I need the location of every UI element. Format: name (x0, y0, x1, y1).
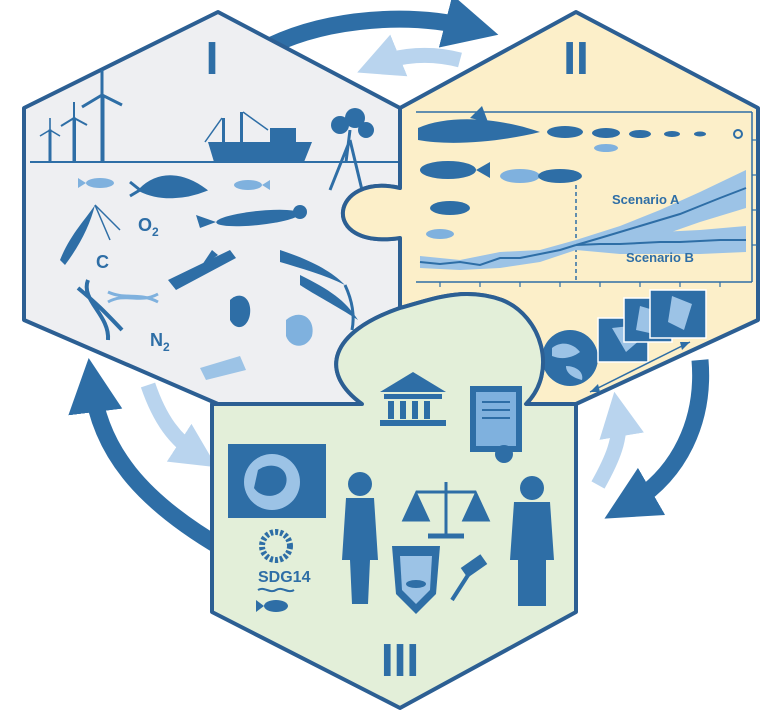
scenario-a-band (576, 170, 746, 250)
plankton-icon (230, 295, 313, 346)
antarctica-map-icon (228, 444, 326, 518)
shark-icon (418, 106, 540, 143)
scenario-a-line (575, 187, 747, 246)
fish-icon (78, 178, 270, 190)
gavel-icon (450, 554, 488, 602)
scales-of-justice-icon (401, 482, 491, 539)
person-woman-icon (342, 472, 378, 604)
person-man-icon (510, 476, 554, 606)
wind-turbine-icon (39, 70, 123, 163)
arrow-iii-to-i (68, 358, 227, 556)
dna-icon (76, 279, 159, 341)
sdg14-logo: SDG14 (256, 529, 311, 612)
scenario-a-label: Scenario A (612, 192, 680, 207)
panel-iii-numeral: III (381, 634, 419, 686)
oxygen-subscript: 2 (152, 225, 159, 239)
whale-icon (129, 175, 209, 199)
panel-ii-numeral: II (563, 32, 589, 84)
krill-icon (60, 204, 121, 265)
arrow-ii-to-i-light (357, 34, 462, 77)
scenario-b-band (576, 226, 746, 254)
panel-iii: III SDG14 (210, 292, 578, 710)
globe-icon (542, 330, 598, 386)
chemistry-labels: O2 C N2 (96, 215, 170, 354)
nitrogen-symbol: N (150, 330, 163, 350)
jellyfish-icon (200, 356, 246, 380)
panel-ii: II (341, 10, 760, 406)
svg-text:O2: O2 (138, 215, 159, 239)
cycle-arrows (68, 0, 710, 556)
institution-icon (380, 372, 446, 426)
panel-i-numeral: I (206, 32, 219, 84)
map-zoom-icon (589, 289, 707, 393)
certificate-icon (470, 386, 522, 463)
panel-i: I (22, 10, 402, 406)
y-axis-ticks (752, 139, 757, 246)
scenario-chart: Scenario A Scenario B (416, 112, 757, 287)
arrow-i-to-iii-light (140, 382, 217, 468)
arrow-iii-to-ii-light (591, 391, 644, 489)
arrow-ii-to-iii (604, 359, 710, 519)
historical-line (419, 244, 577, 267)
sdg-text: SDG14 (258, 569, 311, 586)
police-badge-icon (392, 546, 440, 614)
species-size-row (416, 106, 752, 143)
nitrogen-subscript: 2 (163, 340, 170, 354)
sdg-number: 14 (293, 569, 311, 586)
scenario-b-line (575, 239, 746, 246)
arrow-i-to-ii (268, 0, 499, 53)
sdg-label: SDG (258, 569, 293, 586)
kelp-icon (280, 250, 358, 331)
fishing-vessel-icon (204, 111, 312, 162)
fish-community (420, 144, 618, 239)
mangrove-icon (328, 108, 374, 191)
oxygen-symbol: O (138, 215, 152, 235)
svg-text:N2: N2 (150, 330, 170, 354)
x-axis-ticks (439, 282, 721, 287)
scenario-b-label: Scenario B (626, 250, 694, 265)
glider-icon (168, 250, 236, 290)
carbon-symbol: C (96, 252, 109, 272)
diver-icon (196, 205, 307, 228)
